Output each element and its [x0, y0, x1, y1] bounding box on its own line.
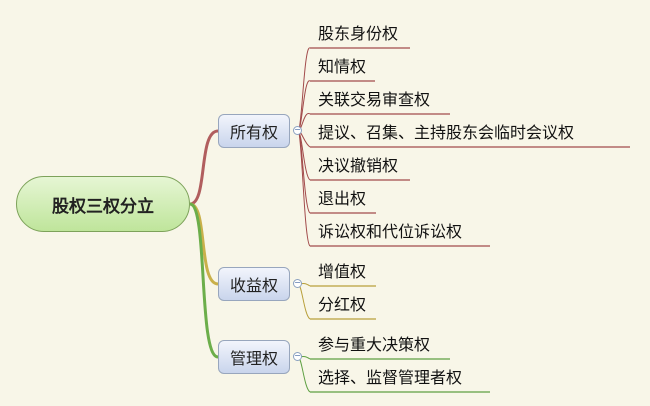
leaf-label: 参与重大决策权 [318, 334, 431, 354]
root-label: 股权三权分立 [52, 196, 154, 217]
leaf-label: 诉讼权和代位诉讼权 [318, 221, 463, 241]
leaf-node[interactable]: 选择、监督管理者权 [318, 359, 462, 392]
leaf-node[interactable]: 诉讼权和代位诉讼权 [318, 213, 462, 246]
leaf-node[interactable]: 参与重大决策权 [318, 326, 430, 359]
branch-label: 管理权 [229, 349, 278, 368]
leaf-label: 知情权 [318, 56, 367, 76]
leaf-label: 股东身份权 [318, 23, 399, 43]
branch-node-ownership[interactable]: 所有权 [218, 114, 290, 148]
leaf-connector [297, 283, 311, 320]
leaf-node[interactable]: 增值权 [318, 253, 366, 286]
collapse-minus-icon[interactable]: − [293, 278, 302, 288]
leaf-label: 退出权 [318, 188, 367, 208]
branch-connector [189, 202, 219, 359]
branch-connector [189, 129, 219, 206]
leaf-label: 提议、召集、主持股东会临时会议权 [318, 122, 575, 142]
collapse-minus-icon[interactable]: − [293, 351, 302, 361]
leaf-node[interactable]: 决议撤销权 [318, 147, 398, 180]
leaf-node[interactable]: 分红权 [318, 286, 366, 319]
collapse-minus-icon[interactable]: − [293, 125, 302, 135]
leaf-node[interactable]: 股东身份权 [318, 15, 398, 48]
branch-node-management[interactable]: 管理权 [218, 340, 290, 374]
leaf-node[interactable]: 提议、召集、主持股东会临时会议权 [318, 114, 574, 147]
branch-node-income[interactable]: 收益权 [218, 267, 290, 301]
branch-label: 所有权 [229, 123, 278, 142]
leaf-connector [297, 130, 311, 247]
leaf-label: 选择、监督管理者权 [318, 367, 463, 387]
leaf-label: 分红权 [318, 294, 367, 314]
leaf-node[interactable]: 退出权 [318, 180, 366, 213]
leaf-label: 决议撤销权 [318, 155, 399, 175]
leaf-connector [297, 356, 311, 393]
root-node[interactable]: 股权三权分立 [16, 176, 190, 232]
leaf-node[interactable]: 知情权 [318, 48, 366, 81]
leaf-label: 关联交易审查权 [318, 89, 431, 109]
leaf-label: 增值权 [318, 261, 367, 281]
leaf-node[interactable]: 关联交易审查权 [318, 81, 430, 114]
branch-label: 收益权 [229, 276, 278, 295]
